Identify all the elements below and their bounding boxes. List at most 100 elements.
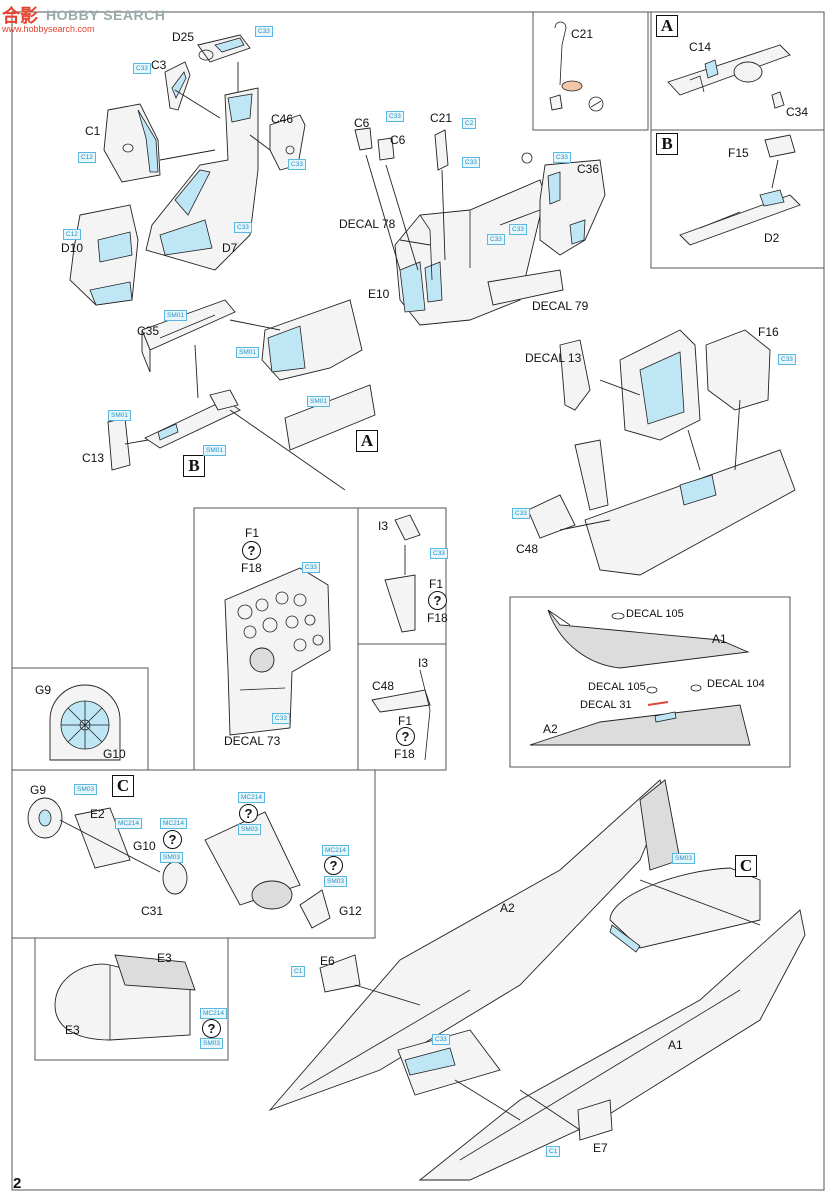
paint-tag: SM01 bbox=[307, 396, 330, 407]
part-label: C21 bbox=[571, 27, 594, 41]
g9-g10-detail bbox=[49, 684, 121, 761]
part-label: A1 bbox=[712, 632, 727, 646]
part-label: F1 bbox=[398, 714, 413, 728]
paint-tag: C1 bbox=[291, 966, 306, 977]
paint-tag: C33 bbox=[462, 157, 480, 168]
part-label: A2 bbox=[500, 901, 515, 915]
part-label: C6 bbox=[354, 116, 370, 130]
page-number: 2 bbox=[13, 1175, 22, 1192]
part-label: F16 bbox=[758, 325, 779, 339]
part-label: D7 bbox=[222, 241, 238, 255]
watermark-url: www.hobbysearch.com bbox=[2, 24, 95, 34]
c48-detail bbox=[371, 669, 431, 761]
part-label: C35 bbox=[137, 324, 160, 338]
part-label: E10 bbox=[368, 287, 390, 301]
part-label: G12 bbox=[339, 904, 362, 918]
part-label: D2 bbox=[764, 231, 780, 245]
paint-tag: MC214 bbox=[160, 818, 187, 829]
inset-c21-frame bbox=[532, 11, 649, 131]
paint-tag: SM01 bbox=[164, 310, 187, 321]
part-label: F1 bbox=[429, 577, 444, 591]
callout-a-inset: A bbox=[656, 15, 678, 37]
watermark-en: HOBBY SEARCH bbox=[46, 7, 166, 23]
part-label: C14 bbox=[689, 40, 712, 54]
paint-tag: SM03 bbox=[160, 852, 183, 863]
paint-tag: C33 bbox=[512, 508, 530, 519]
instrument-panel-detail bbox=[224, 567, 331, 736]
c21-stick-detail bbox=[549, 21, 604, 112]
unknown-part-icon: ? bbox=[324, 856, 343, 875]
part-label: D25 bbox=[172, 30, 195, 44]
part-label: A1 bbox=[668, 1038, 683, 1052]
paint-tag: C33 bbox=[255, 26, 273, 37]
paint-tag: C33 bbox=[133, 63, 151, 74]
paint-tag: SM03 bbox=[672, 853, 695, 864]
paint-tag: MC214 bbox=[200, 1008, 227, 1019]
unknown-part-icon: ? bbox=[396, 727, 415, 746]
paint-tag: C12 bbox=[63, 229, 81, 240]
part-label: E3 bbox=[65, 1023, 80, 1037]
aircraft-assembly bbox=[268, 779, 806, 1181]
callout-b-inset: B bbox=[656, 133, 678, 155]
paint-tag: SM03 bbox=[74, 784, 97, 795]
paint-tag: C33 bbox=[430, 548, 448, 559]
unknown-part-icon: ? bbox=[242, 541, 261, 560]
part-label: F1 bbox=[245, 526, 260, 540]
paint-tag: C33 bbox=[432, 1034, 450, 1045]
part-label: C34 bbox=[786, 105, 809, 119]
part-label: F15 bbox=[728, 146, 749, 160]
part-label: G9 bbox=[35, 683, 52, 697]
paint-tag: C33 bbox=[487, 234, 505, 245]
e3-shell-detail bbox=[54, 954, 196, 1041]
seat-parts-group bbox=[69, 34, 306, 306]
cockpit-tub-group bbox=[354, 127, 606, 326]
part-label: D10 bbox=[61, 241, 84, 255]
part-label: I3 bbox=[418, 656, 429, 670]
paint-tag: C33 bbox=[778, 354, 796, 365]
inset-c48-frame bbox=[357, 643, 447, 771]
part-label: C48 bbox=[516, 542, 539, 556]
part-label: G9 bbox=[30, 783, 47, 797]
paint-tag: C33 bbox=[553, 152, 571, 163]
decal-label: DECAL 31 bbox=[580, 699, 632, 711]
part-label: G10 bbox=[103, 747, 126, 761]
paint-tag: C12 bbox=[78, 152, 96, 163]
part-label: C21 bbox=[430, 111, 453, 125]
paint-tag: SM03 bbox=[324, 876, 347, 887]
unknown-part-icon: ? bbox=[163, 830, 182, 849]
decal-label: DECAL 105 bbox=[626, 608, 684, 620]
callout-c-inset: C bbox=[112, 775, 134, 797]
part-label: C3 bbox=[151, 58, 167, 72]
part-label: DECAL 78 bbox=[339, 217, 396, 231]
inset-b-parts bbox=[679, 134, 801, 246]
inset-e3-frame bbox=[34, 937, 229, 1061]
paint-tag: MC214 bbox=[322, 845, 349, 856]
paint-tag: C33 bbox=[386, 111, 404, 122]
part-label: A2 bbox=[543, 722, 558, 736]
decal-label: DECAL 105 bbox=[588, 681, 646, 693]
cockpit-assembly-right bbox=[527, 329, 796, 576]
side-console-group bbox=[107, 299, 376, 491]
paint-tag: MC214 bbox=[238, 792, 265, 803]
part-label: C13 bbox=[82, 451, 105, 465]
paint-tag: SM01 bbox=[203, 445, 226, 456]
part-label: C36 bbox=[577, 162, 600, 176]
part-label: G10 bbox=[133, 839, 156, 853]
part-label: E2 bbox=[90, 807, 105, 821]
part-label: F18 bbox=[427, 611, 448, 625]
paint-tag: MC214 bbox=[115, 818, 142, 829]
part-label: I3 bbox=[378, 519, 389, 533]
part-label: C6 bbox=[390, 133, 406, 147]
part-label: C48 bbox=[372, 679, 395, 693]
decal-label: DECAL 104 bbox=[707, 678, 765, 690]
part-label: E7 bbox=[593, 1141, 608, 1155]
paint-tag: SM03 bbox=[200, 1038, 223, 1049]
callout-a-ref: A bbox=[356, 430, 378, 452]
paint-tag: C1 bbox=[546, 1146, 561, 1157]
decal-fuselage-detail bbox=[529, 609, 751, 746]
watermark-cn: 合影 bbox=[2, 6, 38, 26]
part-label: DECAL 79 bbox=[532, 299, 589, 313]
i3-detail bbox=[384, 514, 421, 633]
inset-a-parts bbox=[667, 44, 791, 109]
